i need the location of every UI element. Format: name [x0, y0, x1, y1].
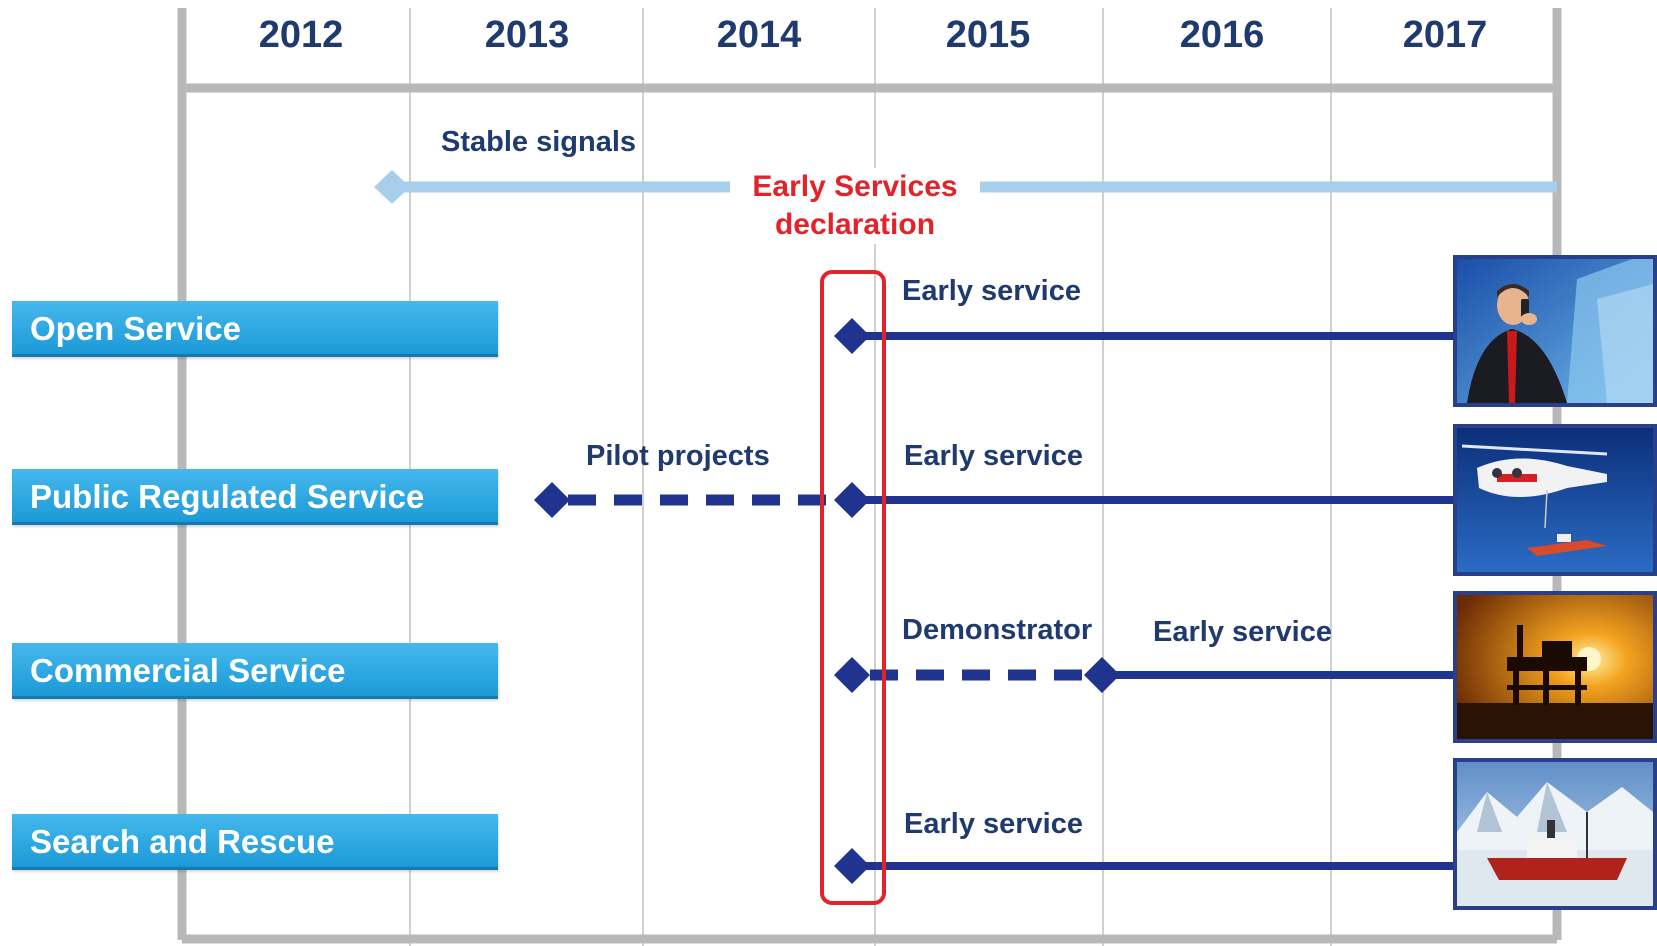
open-service-start-marker: [834, 318, 870, 354]
prs-pilot-projects-label: Pilot projects: [586, 440, 770, 472]
prs-pilot-start-marker: [534, 482, 570, 518]
year-2015: 2015: [945, 14, 1031, 56]
service-search-rescue: Search and Rescue: [12, 814, 498, 870]
service-commercial: Commercial Service: [12, 643, 498, 699]
cs-early-start-marker: [1084, 657, 1120, 693]
service-open: Open Service: [12, 301, 498, 357]
oil-rig-sunset-icon: [1453, 591, 1657, 743]
icebreaker-ship-icon: [1453, 758, 1657, 910]
service-public-regulated: Public Regulated Service: [12, 469, 498, 525]
prs-early-start-marker: [834, 482, 870, 518]
early-services-declaration-line1: Early Services: [752, 170, 958, 203]
cs-demonstrator-label: Demonstrator: [902, 614, 1093, 646]
stable-signals-label: Stable signals: [441, 126, 637, 158]
sar-early-service-label: Early service: [904, 808, 1083, 840]
year-2012: 2012: [258, 14, 344, 56]
year-2017: 2017: [1402, 14, 1488, 56]
year-2014: 2014: [716, 14, 802, 56]
early-services-highlight: [820, 270, 886, 905]
businessman-phone-icon: [1453, 255, 1657, 407]
cs-early-service-label: Early service: [1153, 616, 1332, 648]
cs-demo-start-marker: [834, 657, 870, 693]
open-early-service-label: Early service: [902, 275, 1081, 307]
rescue-helicopter-icon: [1453, 424, 1657, 576]
early-services-declaration-line2: declaration: [774, 208, 936, 241]
year-2013: 2013: [484, 14, 570, 56]
stable-signals-marker: [374, 170, 410, 204]
early-services-declaration-label: Early Services declaration: [730, 168, 980, 244]
prs-early-service-label: Early service: [904, 440, 1083, 472]
sar-start-marker: [834, 848, 870, 884]
year-2016: 2016: [1179, 14, 1265, 56]
